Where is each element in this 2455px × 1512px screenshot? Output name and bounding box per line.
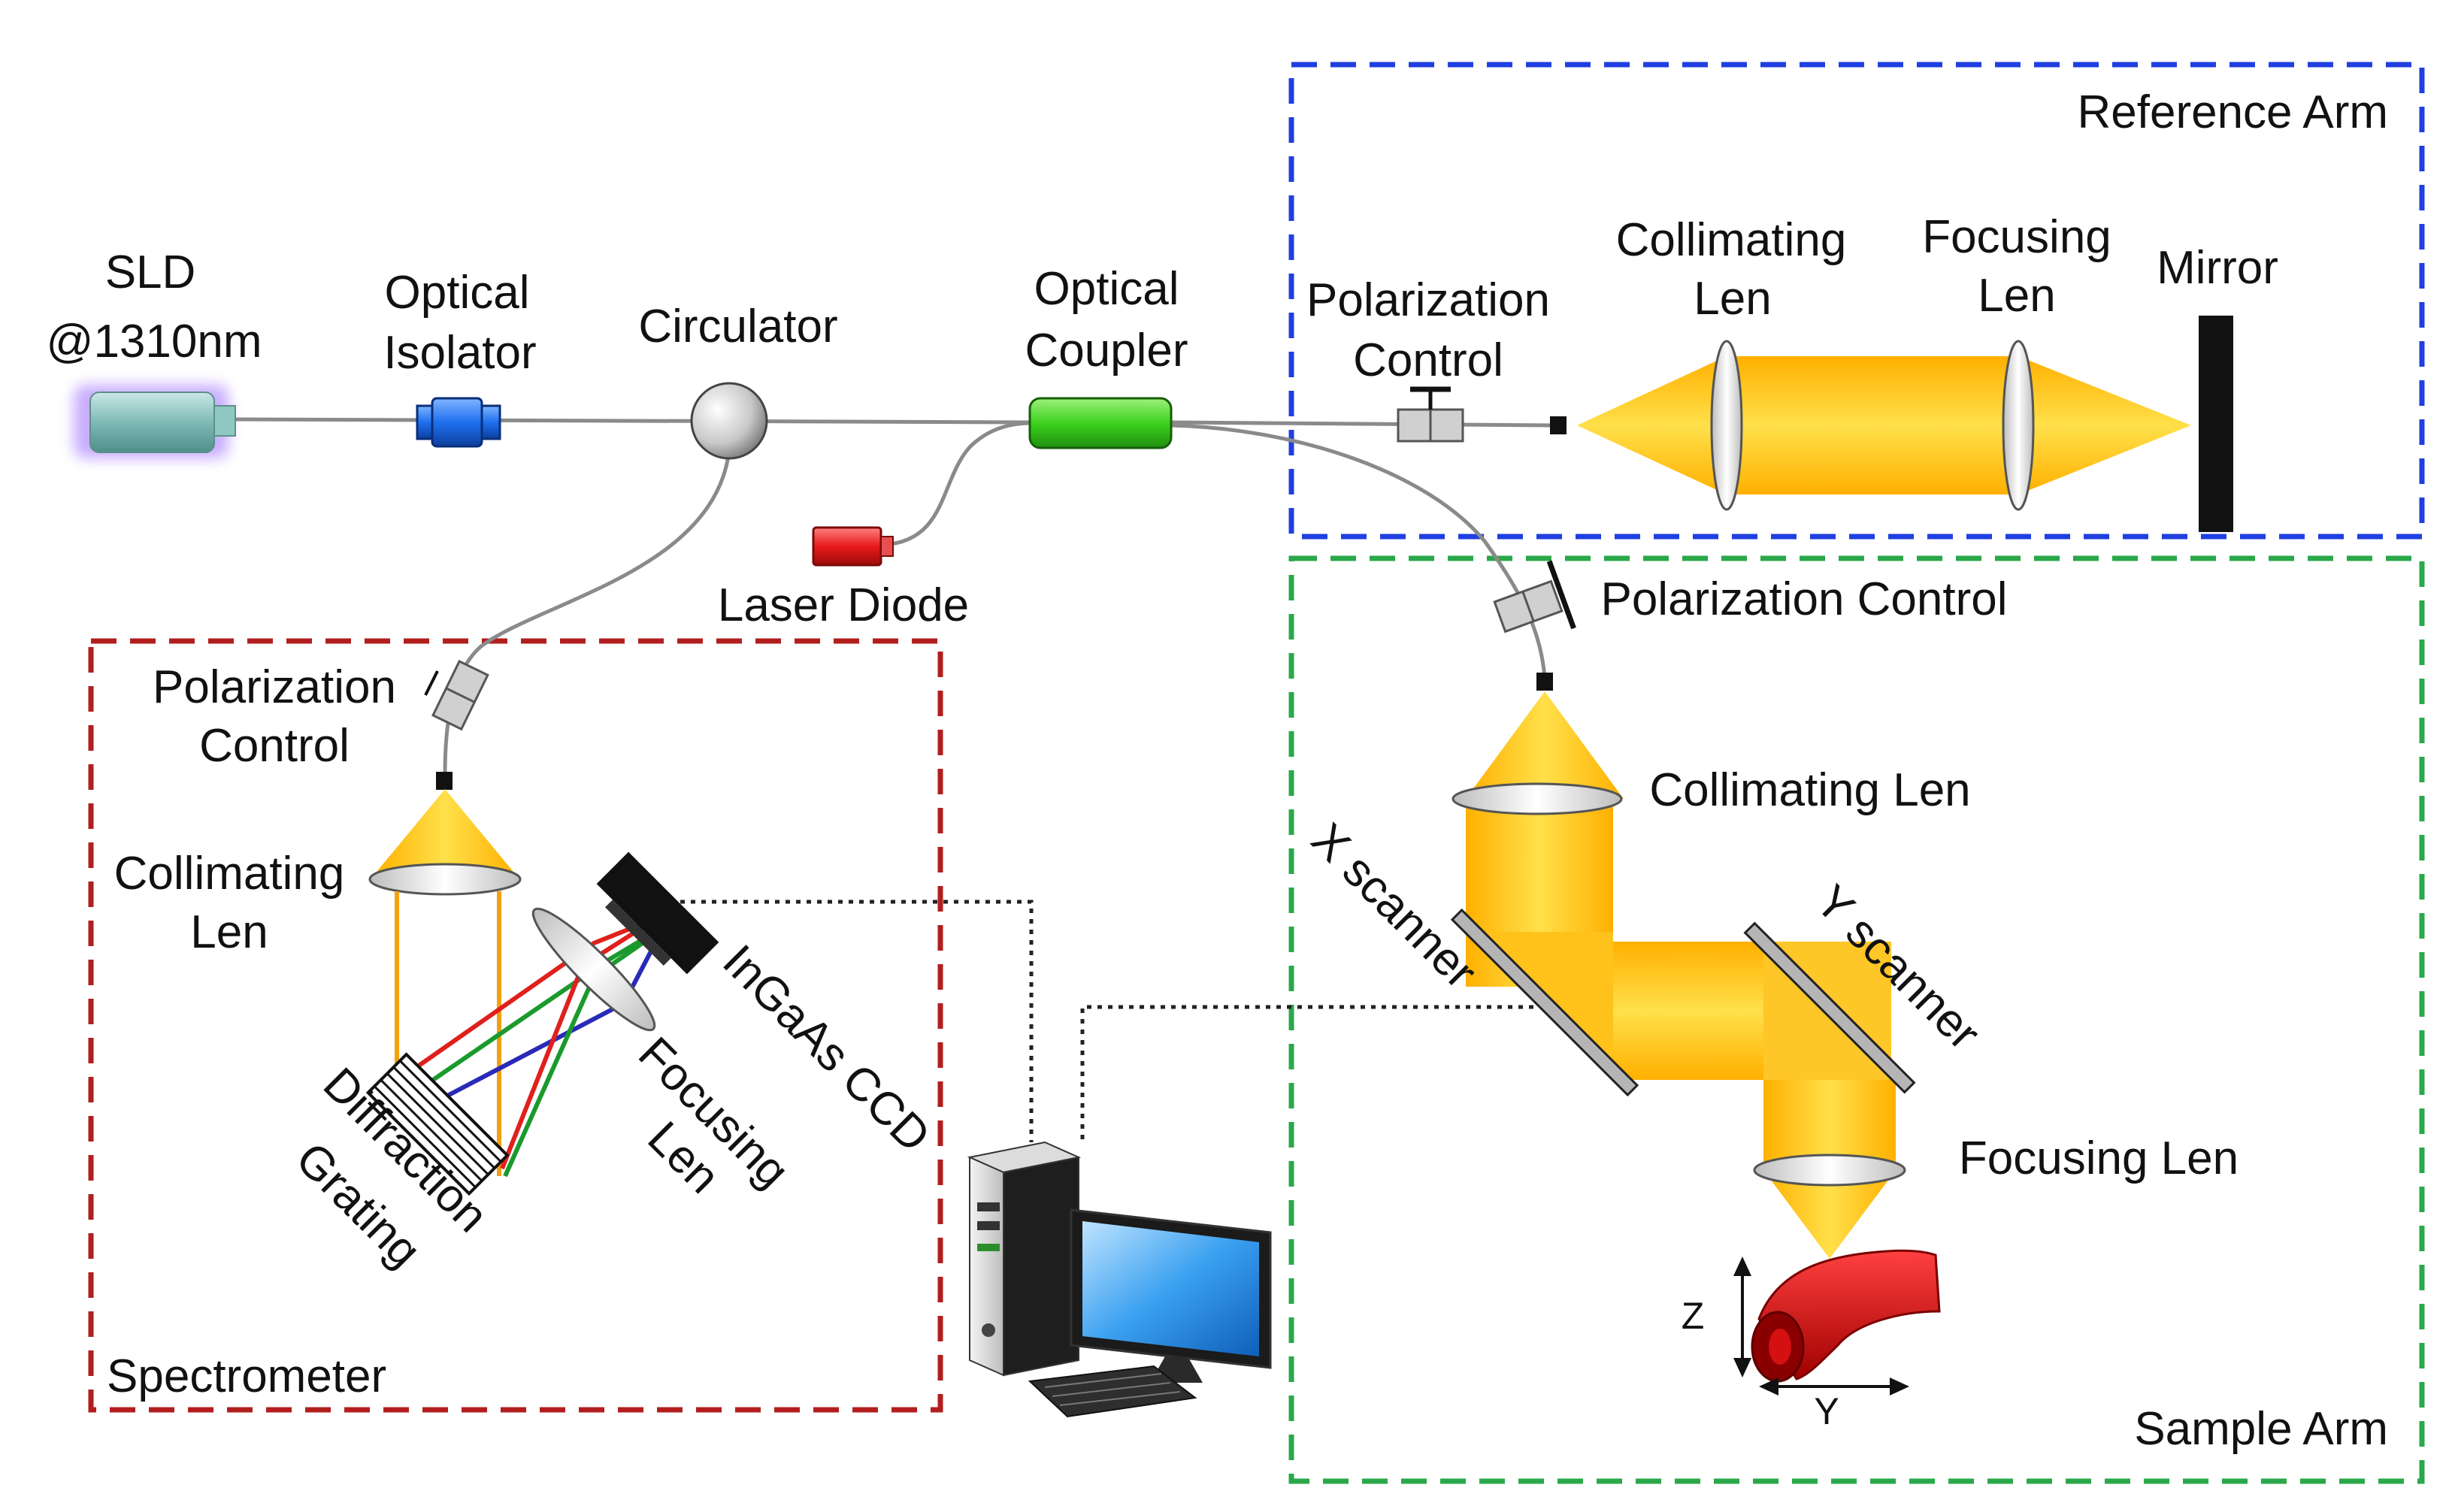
- sample-fiber-tip: [1536, 673, 1553, 691]
- optical-coupler: [1028, 397, 1173, 449]
- sample-polarization-label: Polarization Control: [1600, 573, 2007, 625]
- laser-diode-label: Laser Diode: [718, 579, 969, 631]
- sample-axes: [1733, 1256, 1909, 1396]
- sample-arm-label: Sample Arm: [2134, 1403, 2388, 1455]
- reference-polarization-controller: [1397, 386, 1464, 443]
- reference-fiber-tip: [1550, 416, 1567, 434]
- coupler-label-line2: Coupler: [1025, 325, 1188, 376]
- circulator-label: Circulator: [638, 301, 837, 352]
- reference-collimating-label-line1: Collimating: [1616, 214, 1847, 266]
- reference-arm-box: [1288, 62, 2425, 540]
- fiber-laser-diode-to-coupler: [882, 421, 1032, 547]
- reference-arm-label: Reference Arm: [2077, 86, 2388, 138]
- spectrometer-box: [88, 638, 943, 1413]
- reference-mirror: [2199, 316, 2233, 532]
- spectrometer-polarization-label-line2: Control: [199, 720, 350, 772]
- reference-beam: [1577, 356, 2191, 494]
- sample-collimating-lens: [1452, 782, 1623, 815]
- data-links: [680, 900, 1533, 1142]
- spectrometer-fiber-tip: [436, 772, 453, 790]
- spectrometer-polarization-handle: [424, 670, 439, 696]
- reference-polarization-label-line2: Control: [1353, 334, 1503, 386]
- scanner-to-computer-link: [1080, 1005, 1533, 1142]
- spectrometer-label: Spectrometer: [107, 1350, 386, 1402]
- sld-label-line1: SLD: [105, 246, 196, 298]
- sample-arm-box: [1288, 555, 2425, 1484]
- spectrometer-polarization-label-line1: Polarization: [153, 661, 396, 713]
- sample-collimating-label: Collimating Len: [1649, 764, 1970, 816]
- sld-source: [74, 385, 236, 458]
- blood-vessel-sample: [1751, 1249, 1941, 1383]
- ccd-to-computer-link: [680, 900, 1034, 1142]
- reference-focusing-label-line2: Len: [1978, 270, 2055, 322]
- sample-focusing-lens: [1753, 1154, 1906, 1187]
- ingaas-ccd-camera: [596, 851, 719, 975]
- x-scanner-label: X scanner: [1301, 813, 1486, 998]
- spectrometer-input-beam: [374, 789, 516, 875]
- diffraction-grating: [365, 1052, 510, 1196]
- green-ray: [419, 934, 649, 1090]
- reference-focusing-label-line1: Focusing: [1922, 211, 2111, 263]
- fiber-coupler-to-reference: [1169, 420, 1553, 428]
- coupler-label-line1: Optical: [1034, 263, 1179, 315]
- mirror-label: Mirror: [2157, 242, 2278, 294]
- circulator: [690, 382, 768, 460]
- x-scanner-mirror: [1450, 908, 1639, 1097]
- optical-isolator: [416, 397, 501, 448]
- isolator-label-line2: Isolator: [383, 327, 536, 379]
- fiber-coupler-to-sample: [1169, 423, 1547, 679]
- spectrometer-collimating-label-line2: Len: [190, 906, 268, 958]
- laser-diode: [812, 526, 894, 567]
- reference-collimating-lens: [1710, 340, 1743, 511]
- desktop-computer-icon: [967, 1141, 1272, 1418]
- z-axis-label: Z: [1682, 1295, 1705, 1337]
- sld-label-line2: @1310nm: [47, 316, 262, 367]
- reference-polarization-label-line1: Polarization: [1306, 274, 1550, 326]
- isolator-label-line1: Optical: [385, 267, 530, 319]
- spectrometer-collimating-lens: [368, 863, 522, 896]
- sample-focusing-label: Focusing Len: [1959, 1132, 2239, 1184]
- reference-focusing-lens: [2002, 340, 2035, 511]
- spectrometer-focusing-lens: [531, 907, 656, 1032]
- fiber-sld-to-coupler: [232, 417, 1031, 425]
- spectrometer-collimating-label-line1: Collimating: [114, 848, 345, 900]
- sample-polarization-controller: [1493, 560, 1576, 634]
- reference-collimating-label-line2: Len: [1694, 273, 1771, 325]
- spectrometer-polarization-controller: [431, 659, 489, 731]
- fiber-circulator-to-spectrometer: [443, 450, 731, 775]
- y-scanner-mirror: [1743, 921, 1916, 1094]
- y-axis-label: Y: [1814, 1390, 1839, 1432]
